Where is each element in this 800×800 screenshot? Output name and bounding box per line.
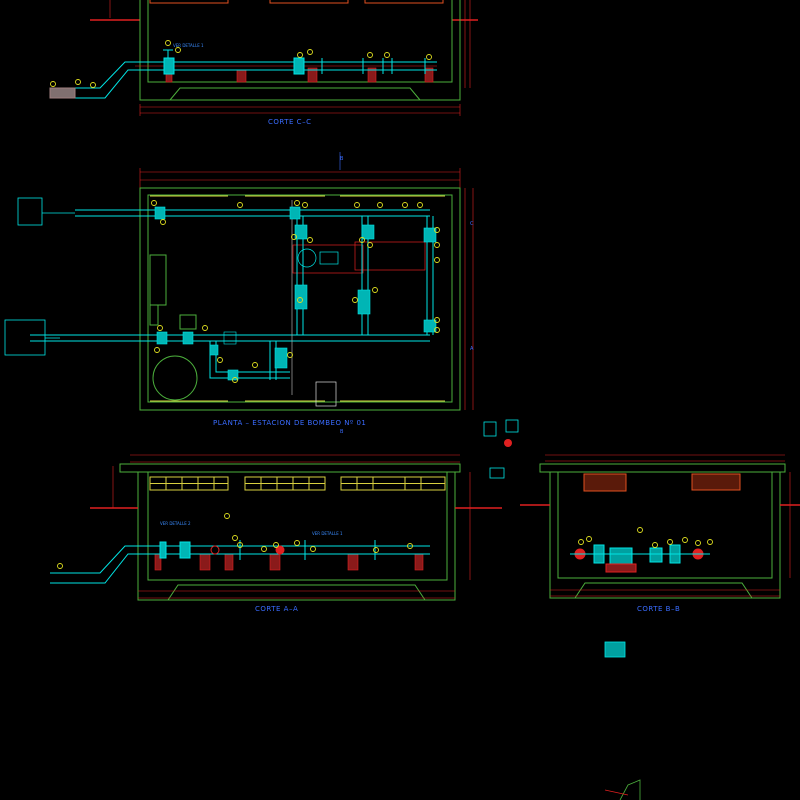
- callout-bubble: [652, 542, 658, 548]
- callout-bubble: [377, 202, 383, 208]
- callout-bubble: [154, 347, 160, 353]
- section-aa-pipe-supports: [154, 553, 424, 571]
- section-cc-pipeline: [49, 49, 437, 99]
- section-bb-dimensions: [545, 454, 791, 597]
- plan-section-marker-a: A: [470, 346, 474, 352]
- section-aa-dimensions: [112, 454, 471, 599]
- callout-bubble: [307, 237, 313, 243]
- section-bb-pump-assembly: [570, 544, 710, 573]
- callout-bubble: [224, 513, 230, 519]
- callout-bubble: [637, 527, 643, 533]
- plan-section-marker-b-bottom: B: [340, 429, 344, 435]
- callout-bubble: [302, 202, 308, 208]
- plan-title: PLANTA – ESTACION DE BOMBEO Nº 01: [213, 419, 366, 427]
- callout-bubble: [578, 539, 584, 545]
- callout-bubble: [165, 40, 171, 46]
- plan-section-marker-b-top: B: [340, 156, 344, 162]
- callout-bubble: [217, 357, 223, 363]
- callout-bubble: [359, 237, 365, 243]
- callout-bubble: [90, 82, 96, 88]
- callout-bubble: [434, 327, 440, 333]
- callout-bubble: [434, 227, 440, 233]
- callout-bubble: [175, 47, 181, 53]
- callout-bubble: [407, 543, 413, 549]
- plan-view: B B C A PLANTA – ESTACION DE BOMBEO Nº 0…: [4, 152, 474, 435]
- section-bb-view: CORTE B–B: [520, 454, 800, 613]
- section-aa-windows: [149, 476, 446, 491]
- callout-bubble: [367, 52, 373, 58]
- callout-bubble: [297, 52, 303, 58]
- callout-bubble: [294, 200, 300, 206]
- callout-bubble: [294, 540, 300, 546]
- callout-bubble: [232, 377, 238, 383]
- callout-bubble: [297, 297, 303, 303]
- callout-bubble: [434, 242, 440, 248]
- callout-bubble: [434, 257, 440, 263]
- plan-fittings: [154, 206, 437, 381]
- callout-bubble: [151, 200, 157, 206]
- callout-bubble: [157, 325, 163, 331]
- section-cc-detail-ref: VER DETALLE 1: [173, 43, 204, 48]
- plan-pump-area: [292, 241, 426, 407]
- callout-bubble: [417, 202, 423, 208]
- callout-bubble: [287, 352, 293, 358]
- callout-bubble: [232, 535, 238, 541]
- plan-tank: [152, 355, 198, 401]
- section-bb-walls: [539, 463, 786, 599]
- section-cc-walls: [139, 0, 461, 101]
- section-aa-pipeline: [50, 540, 430, 584]
- section-aa-detail-ref-1: VER DETALLE 1: [312, 531, 343, 536]
- callout-bubble: [426, 54, 432, 60]
- section-aa-view: VER DETALLE 2 VER DETALLE 1 CORTE A–A: [50, 454, 502, 613]
- section-bb-windows: [583, 473, 741, 492]
- callout-bubble: [307, 49, 313, 55]
- callout-bubble: [707, 539, 713, 545]
- callout-bubble: [367, 242, 373, 248]
- section-cc-view: VER DETALLE 1 CORTE C–C: [49, 0, 478, 126]
- callout-bubble: [237, 542, 243, 548]
- callout-bubble: [695, 540, 701, 546]
- callout-bubble: [352, 297, 358, 303]
- section-bb-title: CORTE B–B: [637, 605, 680, 613]
- callout-bubble: [372, 287, 378, 293]
- callout-bubble: [682, 537, 688, 543]
- callout-bubble: [667, 539, 673, 545]
- section-aa-detail-ref-2: VER DETALLE 2: [160, 521, 191, 526]
- plan-walls: [139, 187, 461, 411]
- callout-bubble: [402, 202, 408, 208]
- callout-bubble: [291, 234, 297, 240]
- callout-bubble: [310, 546, 316, 552]
- callout-bubble: [384, 52, 390, 58]
- section-cc-dimensions: [139, 0, 471, 116]
- section-aa-walls: [119, 463, 461, 601]
- callout-bubble: [586, 536, 592, 542]
- section-aa-title: CORTE A–A: [255, 605, 298, 613]
- plan-dimensions: [139, 152, 474, 410]
- callout-bubbles: [50, 40, 713, 569]
- callout-bubble: [354, 202, 360, 208]
- callout-bubble: [202, 325, 208, 331]
- callout-bubble: [252, 362, 258, 368]
- callout-bubble: [75, 79, 81, 85]
- plan-section-marker-c: C: [470, 221, 474, 227]
- callout-bubble: [160, 219, 166, 225]
- callout-bubble: [57, 563, 63, 569]
- section-cc-title: CORTE C–C: [268, 118, 311, 126]
- callout-bubble: [261, 546, 267, 552]
- section-cc-windows: [149, 0, 444, 4]
- callout-bubble: [237, 202, 243, 208]
- plan-external-boxes: [4, 197, 75, 356]
- callout-bubble: [273, 542, 279, 548]
- callout-bubble: [50, 81, 56, 87]
- callout-bubble: [373, 547, 379, 553]
- callout-bubble: [434, 317, 440, 323]
- detail-sketches: [483, 419, 641, 800]
